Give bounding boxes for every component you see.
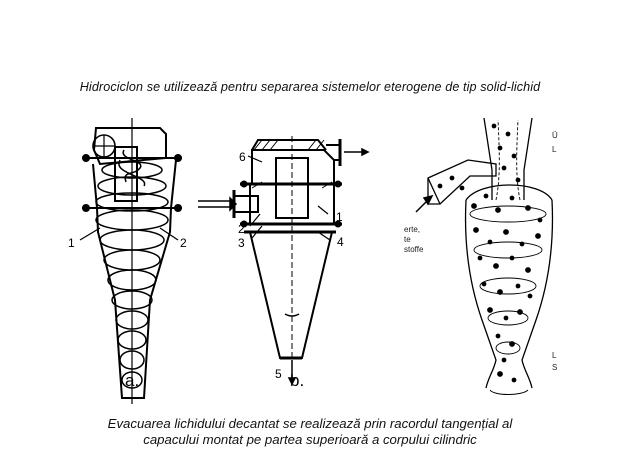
- figure-c-side-text-top-2: L: [552, 145, 557, 154]
- figure-b-callout-4: 4: [337, 235, 344, 249]
- figure-b-callout-6: 6: [239, 150, 246, 164]
- caption-line-1: Evacuarea lichidului decantat se realize…: [107, 416, 513, 431]
- figure-c-inlet-text-2: te: [404, 235, 411, 244]
- figure-a-label: a.: [125, 371, 139, 390]
- figure-a-callout-2: 2: [180, 236, 187, 250]
- figure-b-callout-2: 2: [238, 222, 245, 236]
- figure-c-side-text-top-1: Ü: [552, 131, 558, 140]
- figure-a-spiral: [95, 149, 169, 389]
- figure-b-callout-lines: [247, 155, 331, 241]
- figure-b-hydrocyclone: [232, 139, 342, 360]
- figure-a-hydrocyclone: [82, 118, 182, 404]
- figure-c-inlet-arrow: [415, 194, 434, 213]
- figure-c-flow-loops: [469, 119, 547, 395]
- figure-b-hatching: [251, 139, 333, 189]
- figure-a-callout-lines: [79, 227, 179, 241]
- figure-a-callout-1: 1: [68, 236, 75, 250]
- caption-line-2: capacului montat pe partea superioară a …: [143, 432, 477, 447]
- figure-b-arrows: [198, 147, 370, 386]
- figure-b-callout-1: 1: [336, 210, 343, 224]
- figure-b-callout-5: 5: [275, 367, 282, 381]
- figure-c-hydrocyclone: [427, 117, 554, 389]
- figure-c-inlet-text-3: stoffe: [404, 245, 424, 254]
- caption: Evacuarea lichidului decantat se realize…: [0, 416, 620, 448]
- figure-b-label: b.: [290, 371, 304, 390]
- figure-c-particles: [437, 123, 543, 383]
- figure-c-inlet-text-1: erte,: [404, 225, 420, 234]
- figure-c-side-text-bottom-1: L: [552, 351, 557, 360]
- page-title: Hidrociclon se utilizează pentru separar…: [79, 80, 541, 94]
- figure-c-side-text-bottom-2: S: [552, 363, 557, 372]
- figure-b-callout-3: 3: [238, 236, 245, 250]
